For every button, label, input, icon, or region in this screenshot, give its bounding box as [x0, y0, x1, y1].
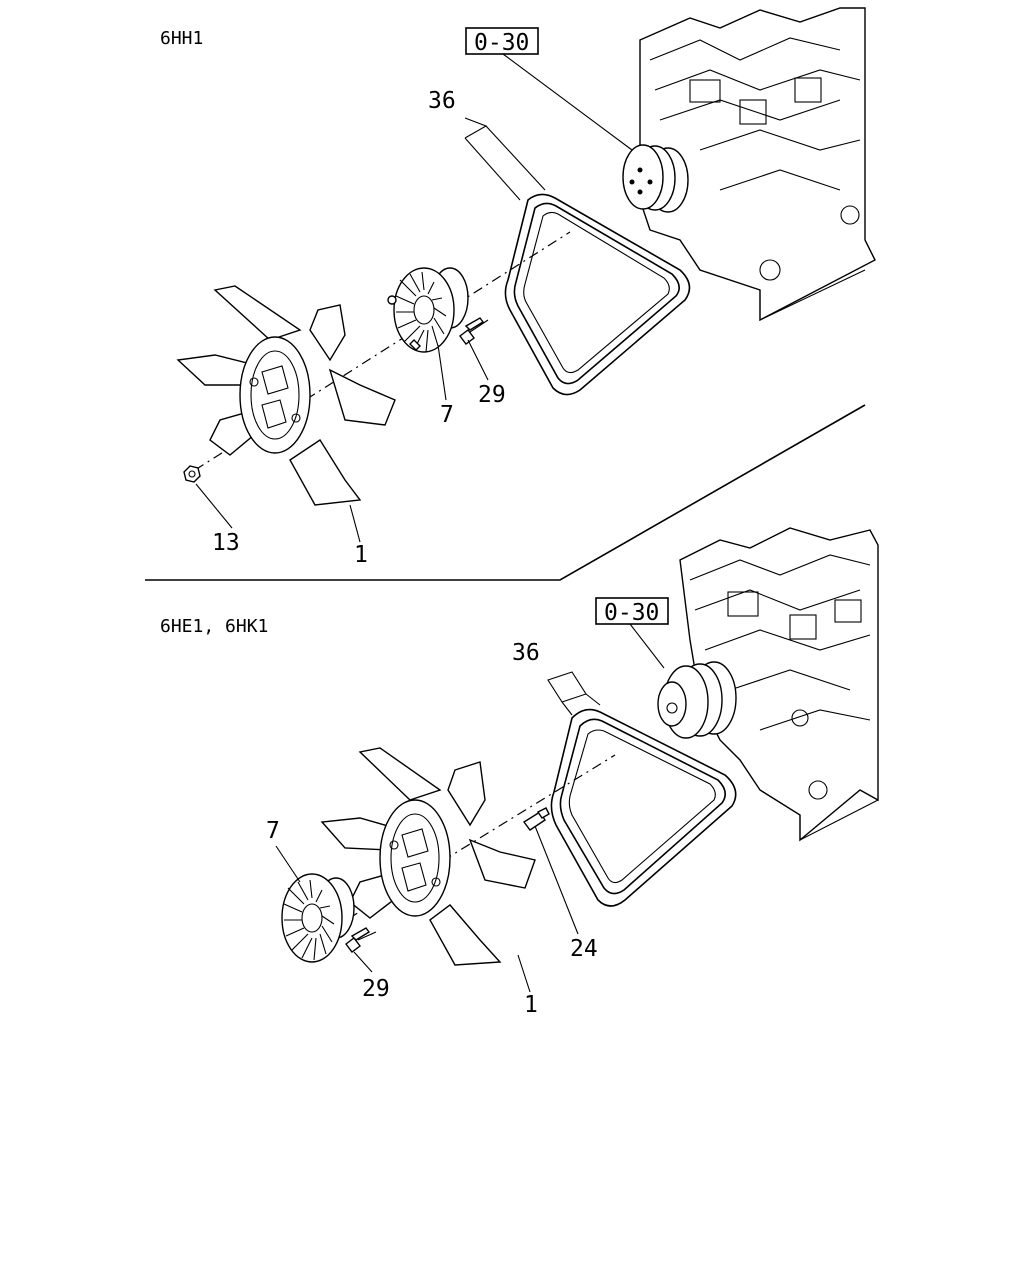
reference-box[interactable]: 0-30	[465, 27, 539, 56]
callout-clutch[interactable]: 7	[266, 818, 280, 844]
callout-nut[interactable]: 13	[212, 530, 240, 556]
reference-box[interactable]: 0-30	[595, 597, 669, 626]
section-6he1-6hk1: 6HE1, 6HK1 0-30	[160, 527, 879, 1018]
section-title: 6HE1, 6HK1	[160, 616, 268, 637]
reference-leader	[502, 53, 633, 151]
fan-clutch	[387, 267, 469, 353]
reference-label: 0-30	[604, 600, 659, 626]
bolt	[459, 317, 485, 345]
section-title: 6HH1	[160, 28, 203, 49]
drive-belt	[504, 193, 691, 396]
fan-clutch	[281, 873, 355, 963]
reference-leader	[629, 623, 665, 669]
nut	[183, 465, 201, 483]
callout-belt[interactable]: 36	[512, 640, 540, 666]
callout-bolt[interactable]: 29	[478, 382, 506, 408]
section-6hh1: 6HH1 0-30	[160, 7, 876, 568]
stud	[522, 807, 550, 831]
callout-belt[interactable]: 36	[428, 88, 456, 114]
callout-stud[interactable]: 24	[570, 936, 598, 962]
callout-belt-leader	[547, 671, 601, 716]
pump-pulley	[622, 144, 689, 213]
callout-stud-leader	[534, 825, 579, 935]
cooling-fan	[320, 747, 536, 966]
pump-pulley	[657, 661, 737, 739]
callout-clutch-leader	[437, 344, 447, 401]
callout-fan-leader	[517, 954, 531, 993]
callout-bolt[interactable]: 29	[362, 976, 390, 1002]
bolt	[345, 927, 371, 953]
callout-fan[interactable]: 1	[524, 992, 538, 1018]
callout-nut-leader	[195, 483, 233, 529]
drive-belt	[550, 708, 737, 907]
callout-clutch[interactable]: 7	[440, 402, 454, 428]
reference-label: 0-30	[474, 30, 529, 56]
engine-block-illustration	[639, 7, 876, 322]
callout-clutch-leader	[275, 845, 301, 883]
callout-fan[interactable]: 1	[354, 542, 368, 568]
cooling-fan	[176, 285, 396, 506]
section-divider	[145, 404, 866, 581]
callout-belt-leader	[464, 117, 546, 201]
callout-fan-leader	[349, 504, 361, 543]
callout-bolt-leader	[353, 931, 377, 973]
callout-bolt-leader	[467, 319, 489, 381]
